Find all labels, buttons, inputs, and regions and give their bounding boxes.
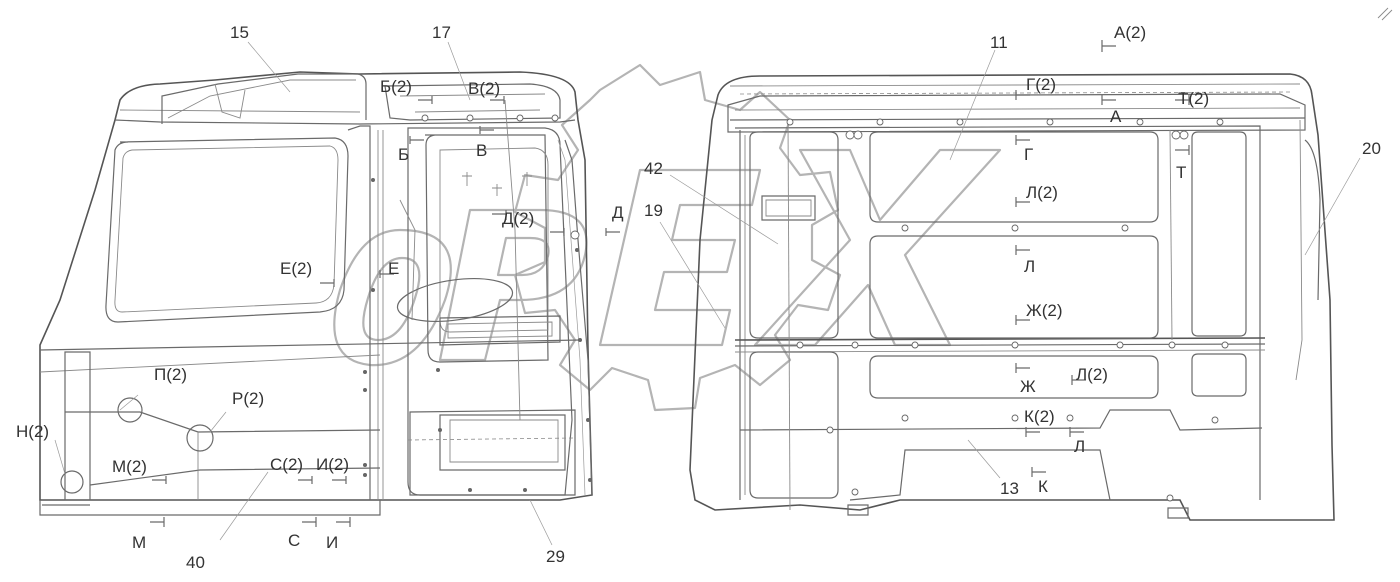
section-label-n2: Н(2) bbox=[16, 422, 49, 441]
part-label-19: 19 bbox=[644, 201, 663, 220]
section-label-m2: М(2) bbox=[112, 457, 147, 476]
part-label-13: 13 bbox=[1000, 479, 1019, 498]
right-rear-view bbox=[659, 40, 1361, 521]
part-label-17: 17 bbox=[432, 23, 451, 42]
section-label-t: Т bbox=[1176, 163, 1186, 182]
section-label-m: М bbox=[132, 533, 146, 552]
watermark-logo bbox=[333, 63, 1002, 412]
section-labels: Б(2) В(2) Б В Д(2) Д Е(2) Е П(2) Р(2) Н(… bbox=[16, 23, 1209, 552]
section-label-i: И bbox=[326, 533, 338, 552]
section-label-a: А bbox=[1110, 107, 1122, 126]
section-label-zh2: Ж(2) bbox=[1026, 301, 1062, 320]
section-label-g: Г bbox=[1024, 145, 1033, 164]
section-label-v: В bbox=[476, 141, 487, 160]
section-label-l-lower: Л bbox=[1074, 437, 1085, 456]
section-label-i2: И(2) bbox=[316, 455, 349, 474]
section-label-e: Е bbox=[388, 259, 399, 278]
part-label-11: 11 bbox=[990, 33, 1008, 52]
section-label-k2: К(2) bbox=[1024, 407, 1055, 426]
part-number-labels: 15 17 11 42 19 20 13 40 29 bbox=[186, 23, 1381, 572]
section-label-s: С bbox=[288, 531, 300, 550]
part-label-15: 15 bbox=[230, 23, 249, 42]
section-label-l2-upper: Л(2) bbox=[1026, 183, 1058, 202]
section-label-d: Д bbox=[612, 203, 624, 222]
section-label-l2-lower: Л(2) bbox=[1076, 365, 1108, 384]
left-side-view bbox=[39, 41, 620, 546]
section-label-l: Л bbox=[1024, 257, 1035, 276]
part-label-29: 29 bbox=[546, 547, 565, 566]
part-label-40: 40 bbox=[186, 553, 205, 572]
section-label-b: Б bbox=[398, 145, 409, 164]
section-label-a2: А(2) bbox=[1114, 23, 1146, 42]
section-label-g2: Г(2) bbox=[1026, 75, 1056, 94]
corner-mark bbox=[1377, 7, 1393, 21]
section-label-v2: В(2) bbox=[468, 79, 500, 98]
section-label-p2: П(2) bbox=[154, 365, 187, 384]
section-label-b2: Б(2) bbox=[380, 77, 412, 96]
section-label-t2: Т(2) bbox=[1178, 89, 1209, 108]
section-label-zh: Ж bbox=[1020, 377, 1036, 396]
part-label-42: 42 bbox=[644, 159, 663, 178]
section-label-s2: С(2) bbox=[270, 455, 303, 474]
section-label-d2: Д(2) bbox=[502, 209, 534, 228]
part-label-20: 20 bbox=[1362, 139, 1381, 158]
section-label-r2: Р(2) bbox=[232, 389, 264, 408]
section-label-e2: Е(2) bbox=[280, 259, 312, 278]
section-label-k: К bbox=[1038, 477, 1048, 496]
